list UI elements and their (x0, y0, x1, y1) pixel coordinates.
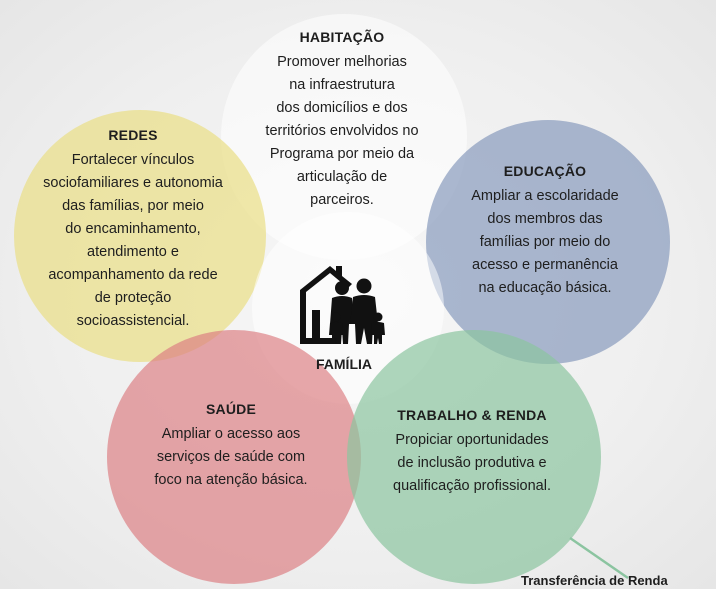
habitacao-line: dos domicílios e dos (276, 100, 408, 116)
redes-line: acompanhamento da rede (48, 267, 218, 283)
circle-educacao (426, 120, 670, 364)
circle-redes (14, 110, 266, 362)
redes-line: de proteção (94, 290, 172, 306)
trabalho-block: TRABALHO & RENDA Propiciar oportunidades… (362, 404, 582, 498)
redes-block: REDES Fortalecer vínculos sociofamiliare… (0, 124, 266, 333)
habitacao-line: articulação de (296, 169, 388, 185)
educacao-line: acesso e permanência (472, 257, 618, 273)
educacao-line: famílias por meio do (479, 234, 611, 250)
saude-block: SAÚDE Ampliar o acesso aos serviços de s… (120, 398, 342, 492)
redes-line: do encaminhamento, (65, 221, 201, 237)
habitacao-line: Promover melhorias (277, 54, 407, 70)
redes-line: Fortalecer vínculos (71, 152, 195, 168)
educacao-line: Ampliar a escolaridade (471, 188, 619, 204)
saude-line: foco na atenção básica. (154, 472, 308, 488)
redes-title: REDES (108, 127, 158, 143)
circle-trabalho (347, 330, 601, 584)
saude-title: SAÚDE (205, 401, 256, 417)
trabalho-line: qualificação profissional. (393, 478, 551, 494)
trabalho-line: de inclusão produtiva e (397, 455, 547, 471)
redes-line: sociofamiliares e autonomia (43, 175, 223, 191)
trabalho-line: Propiciar oportunidades (395, 432, 549, 448)
redes-line: socioassistencial. (76, 313, 190, 329)
transferencia-label: Transferência de Renda (521, 573, 668, 588)
habitacao-line: na infraestrutura (289, 77, 395, 93)
circle-saude (107, 330, 361, 584)
habitacao-block: HABITAÇÃO Promover melhorias na infraest… (232, 26, 452, 212)
educacao-block: EDUCAÇÃO Ampliar a escolaridade dos memb… (430, 160, 660, 300)
habitacao-line: Programa por meio da (269, 146, 415, 162)
redes-line: atendimento e (87, 244, 179, 260)
educacao-line: na educação básica. (478, 280, 612, 296)
trabalho-title: TRABALHO & RENDA (397, 407, 547, 423)
habitacao-title: HABITAÇÃO (299, 29, 385, 45)
familia-label: FAMÍLIA (316, 356, 372, 372)
saude-line: serviços de saúde com (156, 449, 306, 465)
educacao-line: dos membros das (487, 211, 603, 227)
habitacao-line: parceiros. (310, 192, 374, 208)
redes-line: das famílias, por meio (62, 198, 204, 214)
habitacao-line: territórios envolvidos no (265, 123, 419, 139)
saude-line: Ampliar o acesso aos (161, 426, 301, 442)
family-house-icon (300, 266, 385, 344)
educacao-title: EDUCAÇÃO (503, 163, 587, 179)
